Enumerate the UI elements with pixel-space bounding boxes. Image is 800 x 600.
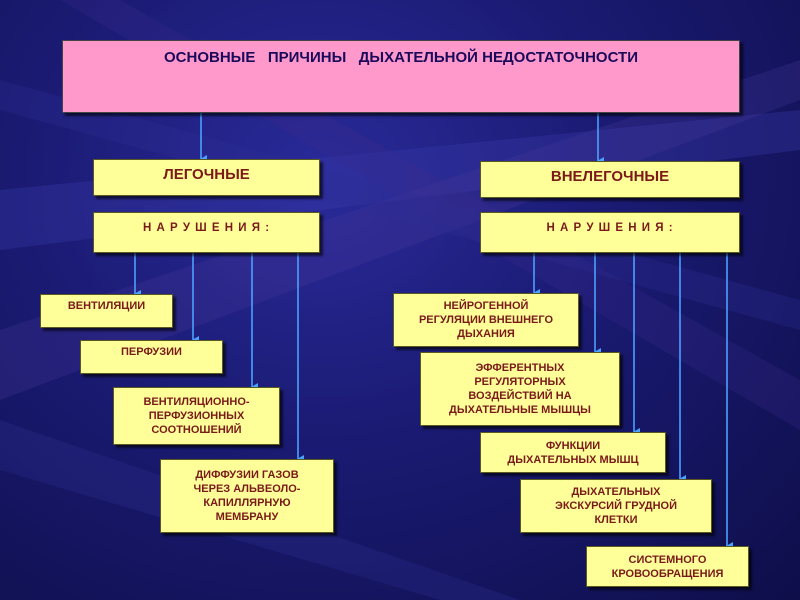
leaf-diffusion: ДИФФУЗИИ ГАЗОВ ЧЕРЕЗ АЛЬВЕОЛО- КАПИЛЛЯРН… (160, 459, 334, 533)
leaf-perfusion: ПЕРФУЗИИ (80, 340, 223, 374)
category-pulmonary-label: ЛЕГОЧНЫЕ (163, 166, 250, 183)
leaf-ventilation-perfusion-label: ВЕНТИЛЯЦИОННО- ПЕРФУЗИОННЫХ СООТНОШЕНИЙ (143, 396, 250, 436)
leaf-systemic-circulation: СИСТЕМНОГО КРОВООБРАЩЕНИЯ (586, 546, 749, 587)
subtitle-pulmonary: Н А Р У Ш Е Н И Я : (93, 212, 320, 253)
leaf-efferent-label: ЭФФЕРЕНТНЫХ РЕГУЛЯТОРНЫХ ВОЗДЕЙСТВИЙ НА … (449, 362, 591, 416)
subtitle-pulmonary-label: Н А Р У Ш Е Н И Я : (142, 222, 271, 234)
leaf-ventilation: ВЕНТИЛЯЦИИ (40, 294, 173, 328)
leaf-systemic-circulation-label: СИСТЕМНОГО КРОВООБРАЩЕНИЯ (611, 553, 724, 580)
leaf-neurogenic-label: НЕЙРОГЕННОЙ РЕГУЛЯЦИИ ВНЕШНЕГО ДЫХАНИЯ (418, 300, 554, 340)
category-extrapulmonary: ВНЕЛЕГОЧНЫЕ (480, 161, 740, 198)
leaf-muscle-function-label: ФУНКЦИИ ДЫХАТЕЛЬНЫХ МЫШЦ (507, 439, 639, 466)
category-pulmonary: ЛЕГОЧНЫЕ (93, 159, 320, 196)
leaf-efferent: ЭФФЕРЕНТНЫХ РЕГУЛЯТОРНЫХ ВОЗДЕЙСТВИЙ НА … (420, 352, 620, 426)
leaf-chest-excursion-label: ДЫХАТЕЛЬНЫХ ЭКСКУРСИЙ ГРУДНОЙ КЛЕТКИ (555, 486, 677, 526)
title-box: ОСНОВНЫЕ ПРИЧИНЫ ДЫХАТЕЛЬНОЙ НЕДОСТАТОЧН… (62, 40, 740, 113)
leaf-chest-excursion: ДЫХАТЕЛЬНЫХ ЭКСКУРСИЙ ГРУДНОЙ КЛЕТКИ (520, 479, 712, 533)
leaf-muscle-function: ФУНКЦИИ ДЫХАТЕЛЬНЫХ МЫШЦ (480, 432, 666, 473)
leaf-perfusion-label: ПЕРФУЗИИ (121, 346, 182, 358)
subtitle-extrapulmonary-label: Н А Р У Ш Е Н И Я : (546, 222, 674, 234)
diagram-title: ОСНОВНЫЕ ПРИЧИНЫ ДЫХАТЕЛЬНОЙ НЕДОСТАТОЧН… (163, 49, 638, 66)
category-extrapulmonary-label: ВНЕЛЕГОЧНЫЕ (550, 168, 670, 185)
leaf-diffusion-label: ДИФФУЗИИ ГАЗОВ ЧЕРЕЗ АЛЬВЕОЛО- КАПИЛЛЯРН… (193, 469, 301, 523)
subtitle-extrapulmonary: Н А Р У Ш Е Н И Я : (480, 212, 740, 253)
leaf-neurogenic: НЕЙРОГЕННОЙ РЕГУЛЯЦИИ ВНЕШНЕГО ДЫХАНИЯ (393, 293, 579, 347)
leaf-ventilation-label: ВЕНТИЛЯЦИИ (67, 300, 146, 312)
leaf-ventilation-perfusion: ВЕНТИЛЯЦИОННО- ПЕРФУЗИОННЫХ СООТНОШЕНИЙ (113, 387, 280, 445)
